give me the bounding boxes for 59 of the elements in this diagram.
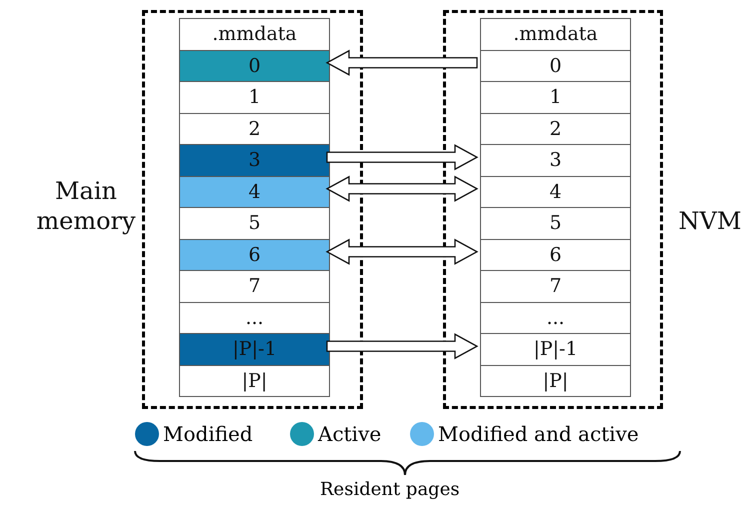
page-label: 4 — [248, 180, 261, 203]
page-cell — [179, 207, 330, 240]
page-cell — [179, 18, 330, 50]
page-cell — [480, 238, 631, 271]
region-heading: Main memory — [35, 176, 137, 236]
block-arrow — [326, 238, 478, 265]
page-label: 4 — [549, 180, 562, 203]
page-label: 2 — [549, 118, 562, 140]
legend-label: Modified and active — [438, 422, 639, 446]
page-cell — [480, 18, 631, 50]
page-cell — [179, 302, 330, 334]
page-cell — [480, 270, 631, 302]
block-arrow — [326, 50, 478, 76]
page-cell — [179, 144, 330, 176]
page-cell — [480, 364, 631, 397]
page-cell — [480, 50, 631, 82]
block-arrow — [326, 176, 478, 202]
page-cell — [480, 81, 631, 114]
page-label: 2 — [248, 118, 261, 140]
legend-label: Modified — [163, 422, 253, 446]
page-label: .mmdata — [513, 23, 598, 46]
page-cell — [480, 144, 631, 176]
page-label: 5 — [248, 212, 261, 234]
page-cell — [179, 333, 330, 366]
page-label: |P|-1 — [533, 338, 578, 360]
page-label: 6 — [549, 244, 562, 266]
page-label: 0 — [549, 54, 562, 77]
page-label: 1 — [549, 86, 562, 108]
page-label: 7 — [248, 275, 261, 298]
brace-caption: Resident pages — [320, 479, 460, 500]
page-cell — [179, 238, 330, 271]
page-label: 5 — [549, 212, 562, 234]
page-label: |P|-1 — [232, 338, 277, 360]
legend-label: Active — [318, 422, 382, 446]
page-label: |P| — [542, 370, 568, 392]
block-arrow — [326, 333, 478, 360]
region-heading: NVM — [678, 206, 742, 236]
page-label: 6 — [248, 244, 261, 266]
page-cell — [179, 176, 330, 208]
page-label: 1 — [248, 86, 261, 108]
page-cell — [179, 112, 330, 145]
page-cell — [480, 112, 631, 145]
page-cell — [179, 364, 330, 397]
page-cell — [179, 270, 330, 302]
page-label: .mmdata — [212, 23, 297, 46]
block-arrow — [326, 144, 478, 170]
page-cell — [480, 333, 631, 366]
page-label: |P| — [242, 370, 268, 392]
page-cell — [480, 176, 631, 208]
page-cell — [480, 302, 631, 334]
page-label: 7 — [549, 275, 562, 298]
page-label: 3 — [248, 149, 261, 172]
page-label: 0 — [248, 54, 261, 77]
page-label: ... — [546, 306, 565, 329]
page-label: ... — [245, 306, 264, 329]
page-cell — [179, 81, 330, 114]
page-cell — [179, 50, 330, 82]
page-cell — [480, 207, 631, 240]
page-label: 3 — [549, 149, 562, 172]
